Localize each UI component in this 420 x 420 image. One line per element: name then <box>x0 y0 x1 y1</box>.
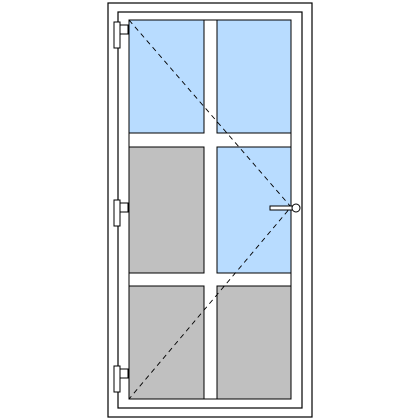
glass-pane-r0-c1 <box>216 19 292 134</box>
solid-panel-r1-c0 <box>128 146 205 274</box>
hinges-group <box>113 21 129 393</box>
hinge-top <box>113 21 129 49</box>
solid-panel-r2-c0 <box>128 285 205 400</box>
panes-group <box>128 19 292 400</box>
glass-pane-r0-c0 <box>128 19 205 134</box>
solid-panel-r2-c1 <box>216 285 292 400</box>
door-handle <box>269 203 301 213</box>
hinge-bottom <box>113 365 129 393</box>
hinge-middle <box>113 199 129 227</box>
